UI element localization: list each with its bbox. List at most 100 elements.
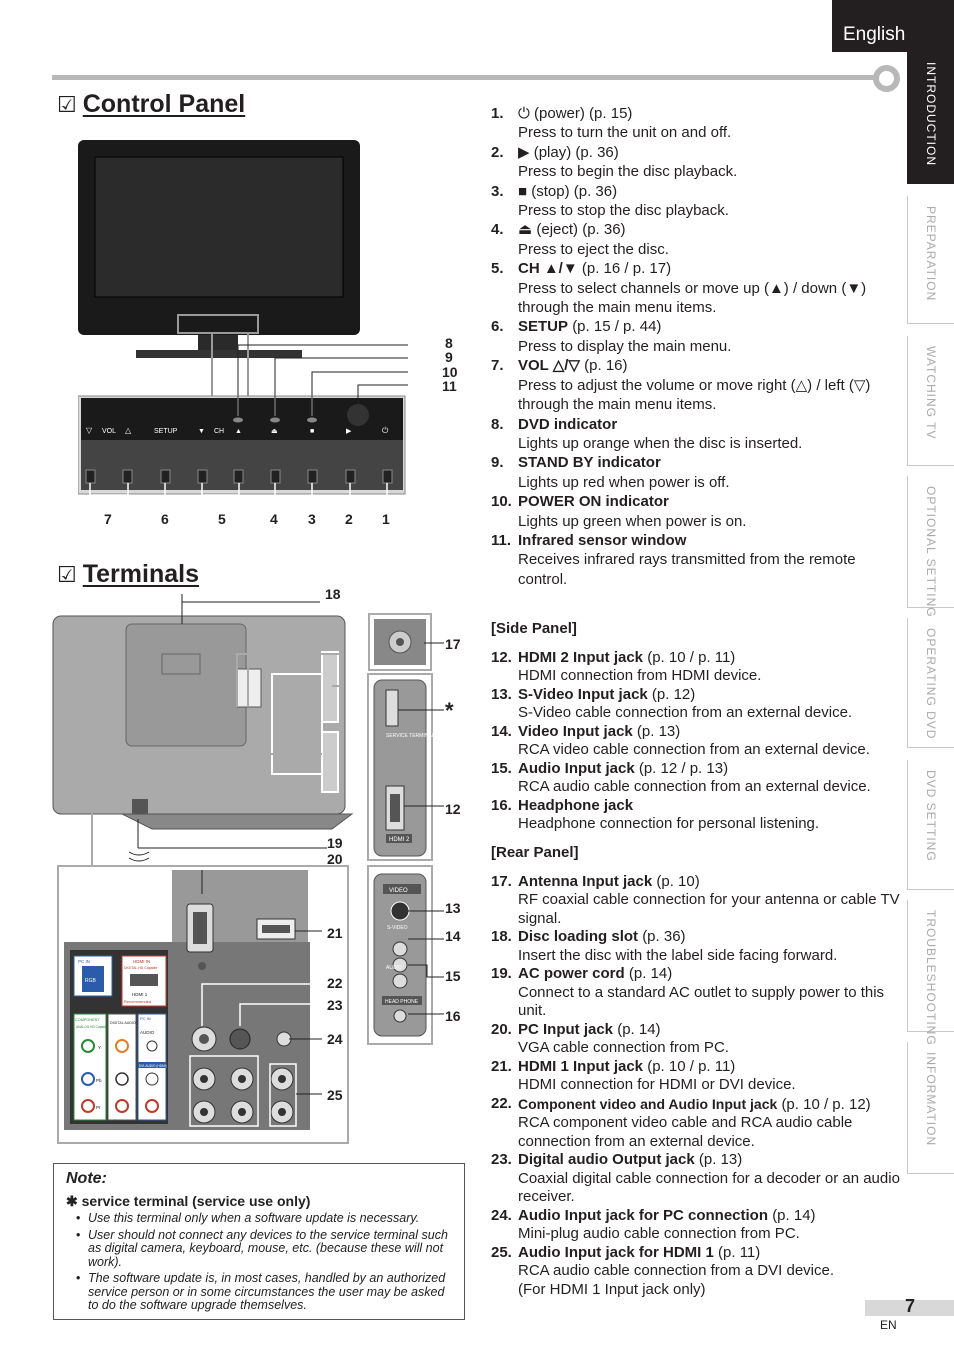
page-code: EN: [880, 1318, 897, 1332]
list-item: 14.Video Input jack (p. 13)RCA video cab…: [491, 722, 870, 759]
callout-21: 21: [327, 925, 343, 941]
callout-11: 11: [442, 378, 457, 394]
callout-22: 22: [327, 975, 343, 991]
play-icon: ▶: [518, 143, 530, 161]
dvi-hdmi-label: DVI-AUDIO (HDMI): [139, 1064, 167, 1068]
pc-in-label: PC IN: [78, 959, 90, 964]
list-item: 6.SETUP (p. 15 / p. 44)Press to display …: [491, 318, 732, 355]
list-item: 24.Audio Input jack for PC connection (p…: [491, 1206, 816, 1243]
list-item: 13.S-Video Input jack (p. 12)S-Video cab…: [491, 685, 853, 722]
callout-2: 2: [345, 511, 353, 527]
tab-optional-setting[interactable]: OPTIONAL SETTING: [907, 476, 954, 618]
callout-13: 13: [445, 900, 461, 916]
callout-12: 12: [445, 801, 461, 817]
list-item: 23.Digital audio Output jack (p. 13)Coax…: [491, 1151, 900, 1205]
callout-8: 8: [445, 335, 453, 351]
svg-text:▽: ▽: [86, 426, 93, 435]
note-bullet: Use this terminal only when a software u…: [66, 1211, 454, 1226]
callout-1: 1: [382, 511, 390, 527]
callout-4: 4: [270, 511, 278, 527]
rear-panel-list: [Rear Panel] 17.Antenna Input jack (p. 1…: [491, 844, 901, 1299]
tv-front-illustration: ▽ VOL △ SETUP ▼ CH ▲ ⏏ ■ ▶ ⏻: [78, 140, 408, 510]
list-item: 7.VOL △/▽ (p. 16)Press to adjust the vol…: [491, 357, 871, 414]
list-item: 25.Audio Input jack for HDMI 1 (p. 11)RC…: [491, 1243, 835, 1298]
language-tab: English: [832, 0, 954, 52]
callout-9: 9: [445, 349, 453, 365]
callout-16: 16: [445, 1008, 461, 1024]
checkbox-icon: ☑: [57, 561, 77, 587]
callout-18: 18: [325, 586, 341, 602]
svg-text:▲: ▲: [235, 428, 242, 435]
pr-label: Pr: [96, 1105, 101, 1110]
list-item: 18.Disc loading slot (p. 36)Insert the d…: [491, 928, 838, 964]
rear-panel-heading: [Rear Panel]: [491, 844, 579, 861]
callout-15: 15: [445, 968, 461, 984]
callout-17: 17: [445, 636, 461, 652]
callout-7: 7: [104, 511, 112, 527]
y-label: Y: [98, 1045, 101, 1050]
eject-icon: ⏏: [518, 221, 533, 239]
page-number: 7: [905, 1296, 916, 1316]
tab-preparation[interactable]: PREPARATION: [907, 196, 954, 324]
list-item: 21.HDMI 1 Input jack (p. 10 / p. 11)HDMI…: [491, 1057, 796, 1094]
svg-text:⏻: ⏻: [382, 426, 389, 435]
hdmi1-label: HDMI 1: [132, 992, 148, 997]
service-terminal-label: SERVICE TERMINAL: [386, 733, 435, 739]
list-item: 17.Antenna Input jack (p. 10)RF coaxial …: [491, 872, 900, 927]
power-icon: ⏻: [518, 105, 530, 122]
list-item: 1.⏻ (power) (p. 15)Press to turn the uni…: [491, 105, 732, 142]
list-item: 2.▶ (play) (p. 36)Press to begin the dis…: [491, 143, 738, 181]
callout-20: 20: [327, 851, 343, 867]
callout-25: 25: [327, 1087, 343, 1103]
side-panel-list: [Side Panel] 12.HDMI 2 Input jack (p. 10…: [491, 620, 901, 834]
svg-text:⏏: ⏏: [271, 428, 278, 435]
hdmi-sub-label: DIGITAL HD Capable: [124, 966, 157, 970]
list-item: 5.CH ▲/▼ (p. 16 / p. 17)Press to select …: [491, 260, 867, 317]
tab-operating-dvd[interactable]: OPERATING DVD: [907, 618, 954, 748]
panel-setup-label: SETUP: [154, 428, 178, 435]
tab-information[interactable]: INFORMATION: [907, 1042, 954, 1174]
callout-5: 5: [218, 511, 226, 527]
tab-watching-tv[interactable]: WATCHING TV: [907, 336, 954, 466]
hdmi-in-label: HDMI IN: [133, 959, 150, 964]
svg-text:■: ■: [310, 428, 314, 435]
component-label: COMPONENT: [75, 1018, 100, 1022]
list-item: 4.⏏ (eject) (p. 36)Press to eject the di…: [491, 221, 669, 258]
page-number-bar: 7: [865, 1296, 954, 1316]
note-bullet: The software update is, in most cases, h…: [66, 1271, 454, 1313]
pb-label: Pb: [96, 1078, 102, 1083]
svg-text:▼: ▼: [198, 428, 205, 435]
tab-introduction[interactable]: INTRODUCTION: [907, 52, 954, 184]
recommended-label: Recommended: [124, 999, 151, 1004]
control-items-list: 1.⏻ (power) (p. 15)Press to turn the uni…: [491, 104, 896, 589]
callout-19: 19: [327, 835, 343, 851]
tab-dvd-setting[interactable]: DVD SETTING: [907, 760, 954, 890]
panel-ch-label: CH: [214, 428, 224, 435]
audio-plate-label: AUDIO: [140, 1030, 155, 1035]
list-item: 22.Component video and Audio Input jack …: [491, 1094, 871, 1150]
list-item: 12.HDMI 2 Input jack (p. 10 / p. 11)HDMI…: [491, 648, 762, 685]
video-label: VIDEO: [389, 888, 408, 894]
rgb-label: RGB: [85, 978, 97, 984]
digital-audio-label: DIGITAL AUDIO OUT (COAXIAL): [110, 1021, 163, 1025]
callout-10: 10: [442, 364, 458, 380]
checkbox-icon: ☑: [57, 91, 77, 117]
panel-vol-label: VOL: [102, 428, 116, 435]
header-rule: [52, 75, 882, 80]
svideo-label: S-VIDEO: [387, 925, 408, 931]
terminals-heading: ☑ Terminals: [57, 560, 199, 588]
audio-label: AUDIO: [386, 965, 402, 971]
tab-troubleshooting[interactable]: TROUBLESHOOTING: [907, 900, 954, 1046]
note-box: Note: ✱ service terminal (service use on…: [53, 1163, 465, 1320]
note-title: Note:: [66, 1170, 107, 1187]
analog-label: ANALOG HD Capable: [76, 1025, 108, 1029]
tv-rear-illustration: SERVICE TERMINAL HDMI 2 VIDEO S-VIDEO AU…: [52, 594, 444, 1144]
callout-23: 23: [327, 997, 343, 1013]
svg-text:▶: ▶: [346, 428, 352, 435]
header-rule-knob: [873, 65, 900, 92]
list-item: 3.■ (stop) (p. 36)Press to stop the disc…: [491, 182, 729, 220]
